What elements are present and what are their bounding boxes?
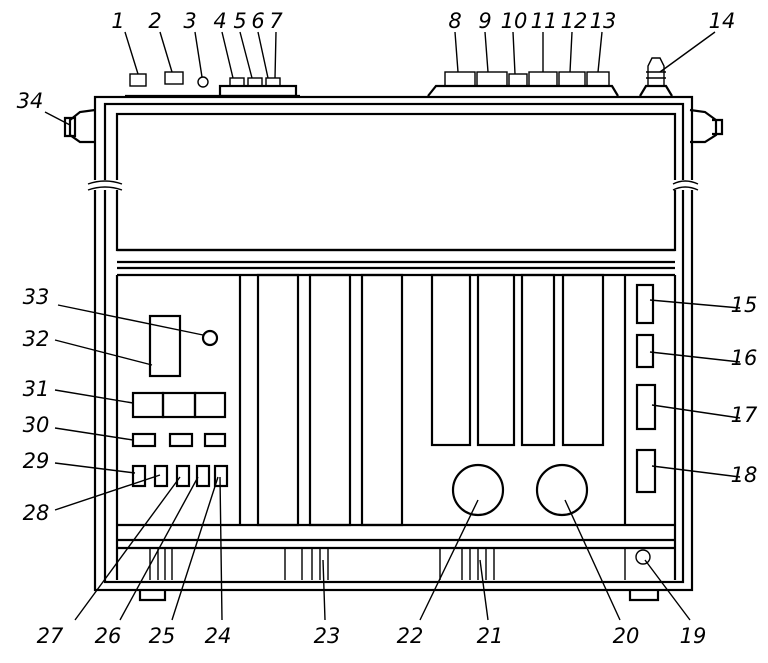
callout-10: 10	[501, 9, 528, 33]
callout-25: 25	[149, 624, 176, 648]
dial-20	[535, 463, 589, 517]
callout-31: 31	[23, 377, 50, 401]
callout-19: 19	[680, 624, 707, 648]
lower-compartment	[115, 273, 677, 602]
callout-3: 3	[183, 9, 196, 33]
callout-4: 4	[213, 9, 226, 33]
top-controls-right	[427, 57, 673, 97]
callout-21: 21	[477, 624, 504, 648]
right-handle	[689, 108, 724, 144]
callout-27: 27	[37, 624, 64, 648]
callout-9: 9	[478, 9, 491, 33]
callout-23: 23	[314, 624, 341, 648]
callout-14: 14	[709, 9, 736, 33]
top-controls-left	[125, 71, 300, 98]
callout-16: 16	[731, 346, 758, 370]
callout-33: 33	[23, 285, 50, 309]
leader-lines	[44, 31, 741, 621]
callout-15: 15	[731, 293, 758, 317]
callout-labels: 1 2 3 4 5 6 7 8 9 10 11 12 13 14 15 16 1…	[17, 9, 758, 648]
callout-2: 2	[148, 9, 161, 33]
callout-1: 1	[111, 9, 124, 33]
dial-22	[451, 463, 505, 517]
callout-8: 8	[448, 9, 461, 33]
callout-5: 5	[233, 9, 246, 33]
callout-13: 13	[590, 9, 617, 33]
callout-22: 22	[397, 624, 424, 648]
callout-20: 20	[613, 624, 640, 648]
callout-7: 7	[269, 9, 283, 33]
callout-12: 12	[561, 9, 588, 33]
callout-11: 11	[531, 9, 558, 33]
callout-6: 6	[251, 9, 264, 33]
callout-26: 26	[95, 624, 122, 648]
callout-34: 34	[17, 89, 44, 113]
callout-30: 30	[23, 413, 50, 437]
callout-28: 28	[23, 501, 50, 525]
callout-18: 18	[731, 463, 758, 487]
callout-24: 24	[205, 624, 232, 648]
callout-32: 32	[23, 327, 50, 351]
callout-29: 29	[23, 449, 50, 473]
callout-17: 17	[731, 403, 758, 427]
left-handle	[63, 108, 96, 144]
